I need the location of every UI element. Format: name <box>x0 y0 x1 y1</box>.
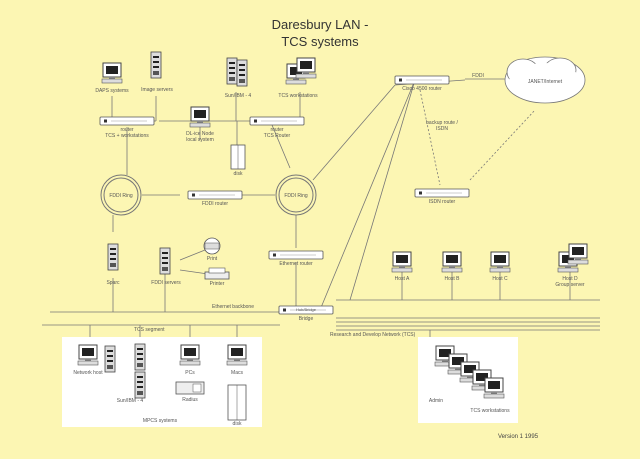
disk-icon <box>230 144 246 170</box>
internet-router-icon <box>394 75 450 85</box>
local-ws-label: DL-ice Node local system <box>186 131 214 143</box>
disk-label: disk <box>233 171 243 177</box>
tcs-segment-label: TCS segment <box>134 327 165 333</box>
router-mid-label: router <box>270 127 284 133</box>
daps-pc-icon <box>101 62 123 84</box>
ethernet-router-label: Ethernet router <box>279 261 313 267</box>
footer-label: Version 1 1995 <box>498 434 539 440</box>
fddi-server-label: FDDI servers <box>151 280 181 286</box>
network-host-tower-icon <box>104 345 116 373</box>
ethernet-router-icon <box>268 250 324 260</box>
radius-device-icon <box>175 381 205 395</box>
printer-icon <box>204 267 230 280</box>
radius-label: Radius <box>182 397 198 403</box>
host-c-icon <box>489 251 511 273</box>
admin-label: Admin <box>428 398 444 404</box>
mpcs-group-label: MPCS systems <box>142 418 178 424</box>
image-server-label: Image servers <box>141 87 173 93</box>
host-c-label: Host C <box>492 276 508 282</box>
mpcs-sun2-icon <box>134 371 146 399</box>
network-host-label: Network host <box>73 370 103 376</box>
tcs-ws-label: TCS workstations <box>278 93 318 99</box>
router-mid-icon <box>249 116 305 126</box>
ring-left-label: FDDI Ring <box>109 193 133 199</box>
mpcs-mac-icon <box>226 344 248 366</box>
sun-server-1-icon <box>226 57 238 85</box>
ring-right-label: FDDI Ring <box>284 193 308 199</box>
sun-server-label: Sun/IBM - 4 <box>224 93 252 99</box>
research-network-label: Research and Develop Network (TCS) <box>330 332 416 338</box>
sparc-label: Sparc <box>106 280 120 286</box>
tcs-ws-2-icon <box>295 57 317 79</box>
fddi-link-label: FDDI <box>472 73 484 79</box>
router-mid-sub-label: TCS Router <box>263 133 291 139</box>
sparc-server-icon <box>107 243 119 271</box>
image-server-icon <box>150 51 162 79</box>
isdn-router-icon <box>414 188 470 198</box>
diagram-title: Daresbury LAN - TCS systems <box>200 16 440 50</box>
tcs-ws-stack-4-icon <box>483 377 505 399</box>
title-line-1: Daresbury LAN - <box>271 17 369 32</box>
router-left-label: router <box>120 127 134 133</box>
fddi-server-icon <box>159 247 171 275</box>
router-left-icon <box>99 116 155 126</box>
bridge-router-label: Hub/Bridge <box>295 307 317 312</box>
host-a-label: Host A <box>394 276 410 282</box>
print-label: Print <box>206 256 218 262</box>
isdn-router-label: ISDN router <box>428 199 456 205</box>
fddi-router-label: FDDI router <box>201 201 229 207</box>
bridge-sub-label: Bridge <box>298 316 314 322</box>
host-b-icon <box>441 251 463 273</box>
fddi-router-icon <box>187 190 243 200</box>
backbone-label: Ethernet backbone <box>212 304 254 310</box>
backup-links <box>419 89 536 186</box>
internet-router-label: Cisco 4500 router <box>402 86 442 92</box>
backup-link-label: backup route / ISDN <box>426 120 458 132</box>
host-d-sub-label: Group server <box>555 282 585 288</box>
network-host-icon <box>77 344 99 366</box>
print-server-icon <box>203 237 221 255</box>
host-d-label: Host D <box>562 276 578 282</box>
mpcs-disk-label: disk <box>232 421 242 427</box>
cloud-label: JANET/Internet <box>527 79 563 85</box>
title-line-2: TCS systems <box>281 34 359 49</box>
mpcs-sun-label: Sun/IBM - 4 <box>116 398 144 404</box>
mpcs-pc-icon <box>179 344 201 366</box>
host-d2-icon <box>567 243 589 265</box>
tcs-ws-group-label: TCS workstations <box>470 408 510 414</box>
sun-server-2-icon <box>236 59 248 87</box>
host-b-label: Host B <box>444 276 460 282</box>
router-left-sub-label: TCS + workstations <box>105 133 149 139</box>
cloud-icon <box>504 56 586 104</box>
mpcs-disk-icon <box>227 384 247 421</box>
mpcs-pc-label: PCs <box>185 370 195 376</box>
printer-label: Printer <box>209 281 225 287</box>
host-a-icon <box>391 251 413 273</box>
daps-label: DAPS systems <box>95 88 129 94</box>
mpcs-sun-icon <box>134 343 146 371</box>
local-workstation-icon <box>189 106 211 128</box>
links <box>42 78 600 340</box>
mpcs-mac-label: Macs <box>231 370 243 376</box>
